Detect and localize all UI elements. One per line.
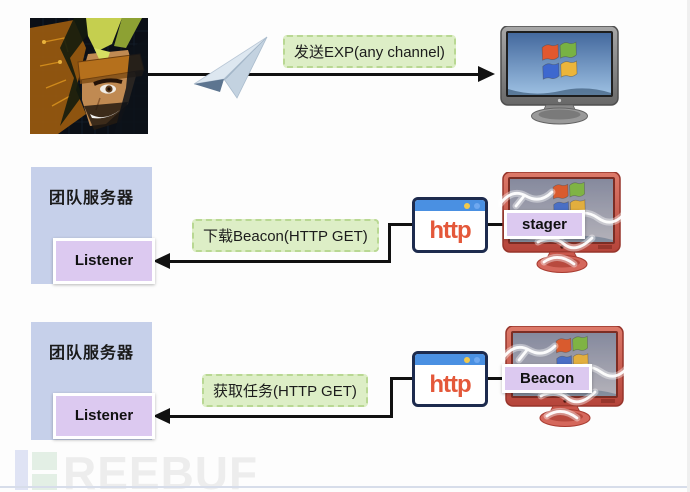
- team-server-label: 团队服务器: [48, 190, 134, 207]
- paper-plane-icon: [193, 36, 268, 99]
- listener-box-3: Listener: [53, 393, 155, 439]
- arrowhead-left-icon: [153, 408, 170, 424]
- titlebar-dot-blue-icon: [474, 202, 480, 209]
- titlebar-dot-blue-icon: [474, 356, 480, 363]
- bottom-divider: [0, 486, 687, 488]
- windows-monitor-icon: [500, 26, 619, 125]
- http-protocol-label: http: [429, 370, 471, 398]
- http-browser-icon-3: http: [412, 351, 488, 407]
- arrowhead-right-icon: [478, 66, 495, 82]
- browser-titlebar: [415, 354, 485, 365]
- listener-box-2: Listener: [53, 238, 155, 284]
- freebuf-watermark-text: REEBUF: [63, 447, 259, 492]
- arrow-http-to-listener-3: [168, 415, 393, 418]
- stager-tag: stager: [504, 210, 586, 239]
- connector-vertical-3: [390, 377, 393, 418]
- team-server-label: 团队服务器: [48, 345, 134, 362]
- link-http-to-host-3: [487, 377, 505, 380]
- http-browser-icon-2: http: [412, 197, 488, 253]
- beacon-tag: Beacon: [502, 364, 593, 393]
- message-label-download-beacon: 下载Beacon(HTTP GET): [192, 219, 379, 252]
- titlebar-dot-yellow-icon: [464, 202, 470, 209]
- arrowhead-left-icon: [153, 253, 170, 269]
- hacker-avatar: [30, 18, 148, 134]
- arrow-http-to-listener-2: [168, 260, 391, 263]
- link-http-to-host-2: [487, 223, 505, 226]
- windows-logo-icon: [541, 41, 578, 80]
- message-label-send-exp: 发送EXP(any channel): [283, 35, 456, 68]
- http-protocol-label: http: [429, 216, 471, 244]
- connector-http-stub-2: [388, 223, 414, 226]
- arrow-attacker-to-target: [148, 73, 480, 76]
- connector-http-stub-3: [390, 377, 414, 380]
- titlebar-dot-yellow-icon: [464, 356, 470, 363]
- browser-titlebar: [415, 200, 485, 211]
- message-label-get-tasks: 获取任务(HTTP GET): [202, 374, 368, 407]
- connector-vertical-2: [388, 223, 391, 263]
